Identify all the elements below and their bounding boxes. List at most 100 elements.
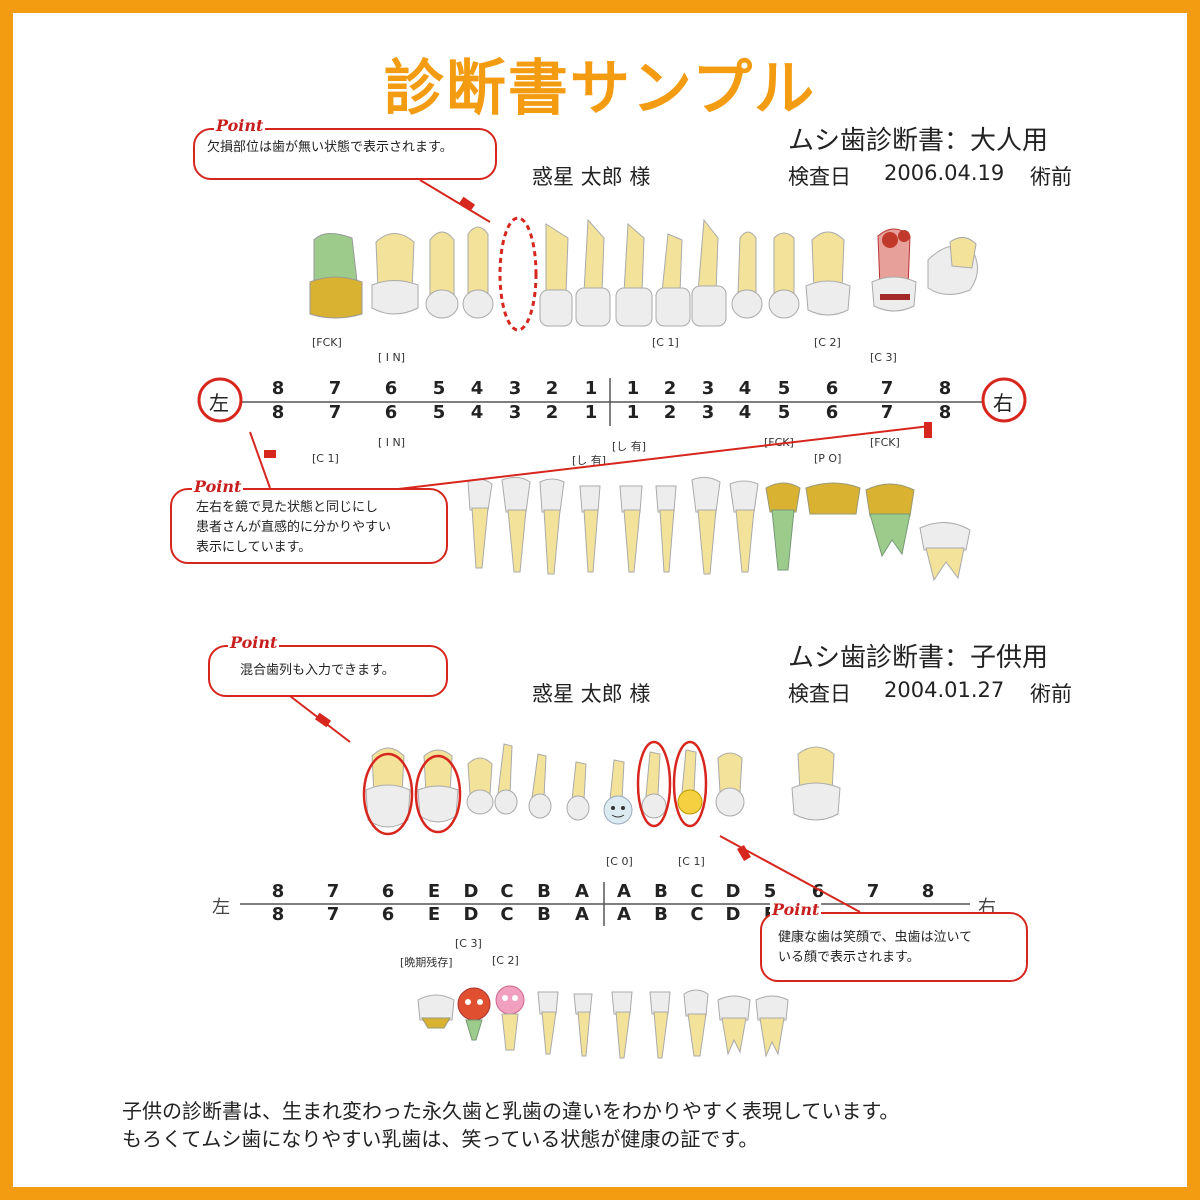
adult-upper-tooth-r5 — [462, 226, 494, 319]
tooth-number: 5 — [432, 402, 446, 423]
child-upper-tooth-e — [414, 749, 462, 834]
tooth-number: D — [725, 881, 741, 902]
child-lower-tooth-late — [417, 994, 455, 1029]
point-text: 混合歯列も入力できます。 — [240, 663, 395, 678]
tooth-number: 3 — [508, 402, 522, 423]
adult-upper-tooth-l6 — [805, 231, 851, 316]
point-tag: Point — [214, 116, 266, 135]
adult-missing-tooth-outline — [498, 216, 538, 332]
tooth-number: 8 — [271, 904, 285, 925]
tooth-number: 7 — [880, 378, 894, 399]
adult-lower-label-po: [P O] — [814, 452, 842, 465]
adult-upper-label-fck: [FCK] — [312, 336, 342, 349]
child-upper-label-c1: [C 1] — [678, 855, 705, 868]
child-lower-label-c3: [C 3] — [455, 937, 482, 950]
child-chart-axis — [240, 882, 970, 926]
tooth-number: 3 — [701, 402, 715, 423]
tooth-number: 4 — [738, 378, 752, 399]
tooth-number: 8 — [938, 378, 952, 399]
adult-upper-tooth-r8 — [309, 233, 363, 319]
tooth-number: 7 — [326, 881, 340, 902]
tooth-number: B — [537, 881, 551, 902]
tooth-number: D — [463, 881, 479, 902]
description-line-1: 子供の診断書は、生まれ変わった永久歯と乳歯の違いをわかりやすく表現しています。 — [122, 1099, 900, 1123]
adult-patient-name: 惑星 太郎 様 — [532, 165, 651, 189]
tooth-number: 6 — [384, 378, 398, 399]
child-upper-tooth-c1 — [636, 740, 708, 828]
adult-upper-label-c3: [C 3] — [870, 351, 897, 364]
tooth-number: 2 — [663, 378, 677, 399]
tooth-number: A — [617, 904, 631, 925]
tooth-number: 1 — [584, 378, 598, 399]
tooth-number: 7 — [326, 904, 340, 925]
child-upper-tooth-c0 — [603, 759, 633, 825]
adult-upper-label-in: [ I N] — [378, 351, 406, 364]
tooth-number: 6 — [825, 378, 839, 399]
tooth-number: 8 — [271, 402, 285, 423]
child-exam-date: 2004.01.27 — [884, 678, 1005, 702]
adult-lower-tooth-l8 — [919, 522, 971, 582]
tooth-number: B — [537, 904, 551, 925]
adult-timing: 術前 — [1030, 165, 1072, 189]
tooth-number: D — [725, 904, 741, 925]
tooth-number: D — [463, 904, 479, 925]
tooth-number: 6 — [381, 881, 395, 902]
tooth-number: A — [575, 881, 589, 902]
adult-chart-axis — [197, 377, 1027, 426]
adult-upper-incisors — [539, 218, 800, 327]
child-upper-label-c0: [C 0] — [606, 855, 633, 868]
tooth-number: 7 — [328, 378, 342, 399]
tooth-number: 7 — [328, 402, 342, 423]
tooth-number: C — [500, 904, 514, 925]
tooth-number: C — [690, 904, 704, 925]
point-tag: Point — [192, 477, 244, 496]
tooth-number: 5 — [763, 881, 777, 902]
point-text: 健康な歯は笑顔で、虫歯は泣いて — [778, 930, 973, 945]
tooth-number: 2 — [545, 378, 559, 399]
tooth-number: E — [427, 881, 441, 902]
child-lower-primary-teeth — [537, 989, 789, 1059]
child-patient-name: 惑星 太郎 様 — [532, 682, 651, 706]
tooth-number: A — [575, 904, 589, 925]
child-upper-teeth — [362, 740, 841, 836]
tooth-number: 4 — [470, 378, 484, 399]
point-box-missing-teeth: 欠損部位は歯が無い状態で表示されます。 — [193, 128, 497, 180]
adult-lower-label-c1: [C 1] — [312, 452, 339, 465]
adult-upper-label-c1: [C 1] — [652, 336, 679, 349]
point-box-mixed-dentition: 混合歯列も入力できます。 — [208, 645, 448, 697]
tooth-number: 4 — [738, 402, 752, 423]
child-lower-label-c2: [C 2] — [492, 954, 519, 967]
adult-date-label: 検査日 — [788, 165, 851, 189]
point-text: いる顔で表示されます。 — [778, 950, 920, 965]
tooth-number: 2 — [545, 402, 559, 423]
point-text: 欠損部位は歯が無い状態で表示されます。 — [207, 140, 453, 155]
tooth-number: 7 — [866, 881, 880, 902]
description-line-2: もろくてムシ歯になりやすい乳歯は、笑っている状態が健康の証です。 — [122, 1127, 759, 1151]
point-text: 左右を鏡で見た状態と同じにし — [196, 500, 379, 515]
tooth-number: 3 — [508, 378, 522, 399]
adult-upper-label-c2: [C 2] — [814, 336, 841, 349]
tooth-number: 4 — [470, 402, 484, 423]
tooth-number: 6 — [381, 904, 395, 925]
tooth-number: C — [500, 881, 514, 902]
tooth-number: B — [654, 904, 668, 925]
tooth-number: C — [690, 881, 704, 902]
child-lower-label-late: [晩期残存] — [400, 956, 453, 969]
adult-lower-tooth-l6 — [805, 482, 861, 515]
child-upper-tooth-6 — [362, 747, 414, 836]
child-upper-primary-teeth — [466, 743, 590, 821]
adult-lower-teeth — [467, 476, 971, 582]
tooth-number: 1 — [626, 402, 640, 423]
tooth-number: E — [427, 904, 441, 925]
point-tag: Point — [770, 900, 822, 919]
tooth-number: 8 — [271, 378, 285, 399]
adult-left-label: 左 — [209, 391, 229, 415]
adult-right-label: 右 — [993, 391, 1013, 415]
tooth-number: 5 — [777, 402, 791, 423]
adult-lower-label-l1: [し 有] — [612, 440, 647, 453]
adult-lower-label-l2: [し 有] — [572, 454, 607, 467]
tooth-number: 7 — [880, 402, 894, 423]
child-lower-tooth-c3 — [457, 987, 491, 1041]
